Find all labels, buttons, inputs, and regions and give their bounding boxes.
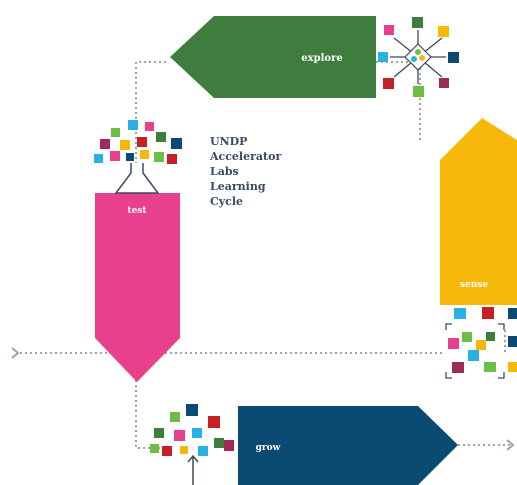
sense-arrow-shape — [440, 118, 517, 305]
title-line-4: Learning — [210, 180, 266, 193]
diagram-title: UNDP Accelerator Labs Learning Cycle — [209, 135, 281, 208]
connector-lines — [20, 61, 510, 449]
sense-stage: sense — [440, 118, 517, 305]
connector-top-left — [135, 61, 166, 172]
grid-squares-icon — [445, 307, 517, 379]
grow-arrow-shape — [238, 406, 458, 485]
title-line-2: Accelerator — [209, 150, 281, 163]
sense-label: sense — [460, 280, 488, 290]
test-stage: test — [95, 193, 180, 382]
connector-top-right — [376, 61, 421, 140]
grow-stage: grow — [238, 406, 458, 485]
grow-label: grow — [256, 443, 281, 453]
title-line-3: Labs — [210, 165, 239, 178]
title-line-1: UNDP — [210, 135, 247, 148]
growth-squares-icon — [150, 404, 234, 485]
up-arrow-icon — [187, 454, 199, 485]
bottom-right-arrow-chevron-icon — [506, 439, 515, 451]
explore-stage: explore — [170, 16, 376, 98]
left-arrow-chevron-icon — [11, 347, 20, 359]
title-line-5: Cycle — [210, 195, 243, 208]
explore-arrow-shape — [170, 16, 376, 98]
test-arrow-shape — [95, 193, 180, 382]
lab-flask-icon — [94, 120, 182, 194]
test-label: test — [127, 206, 147, 216]
explore-label: explore — [301, 53, 342, 64]
network-hub-icon — [378, 17, 459, 97]
